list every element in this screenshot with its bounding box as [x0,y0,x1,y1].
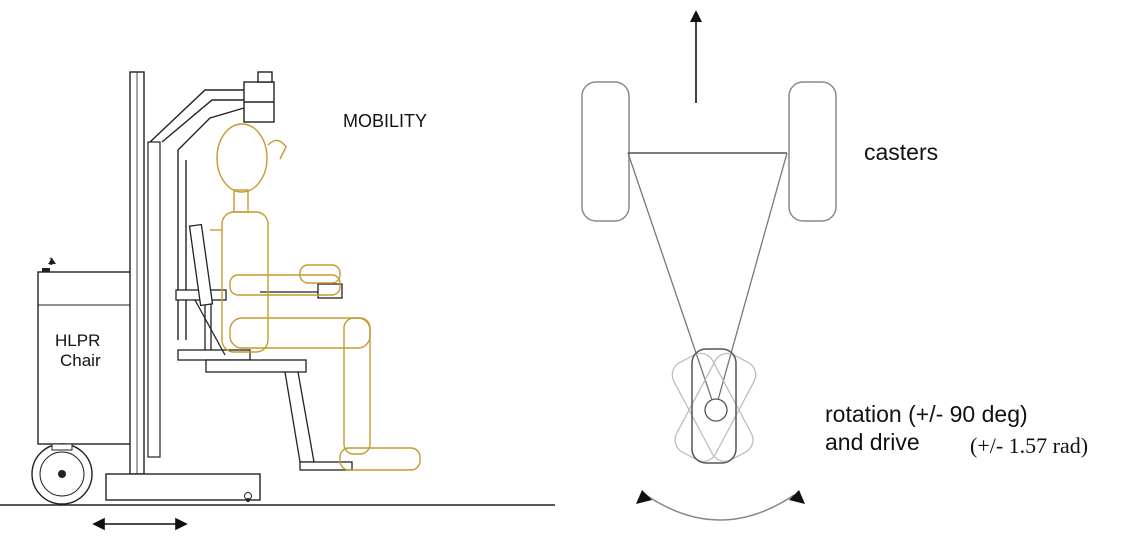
seated-person [210,123,421,471]
mobility-label: MOBILITY [343,111,428,131]
rotation-label-line2: and drive [825,429,920,455]
left-caster-wheel [581,81,630,222]
hlpr-chair-label-line1: HLPR [55,331,101,350]
horizontal-travel-arrow [92,517,188,531]
hlpr-chair-label-line2: Chair [60,351,101,370]
forward-arrow [690,10,702,103]
marker-number-label: 1 [48,254,54,268]
rotation-label-line1: rotation (+/- 90 deg) [825,401,1028,427]
seat-frame [175,223,353,471]
drive-wheel-hub [704,398,728,422]
drive-wheel [691,348,737,464]
caster-wheel [31,443,93,505]
rotated-wheel-ghost [671,352,757,462]
overhead-boom [149,71,275,340]
hlpr-chair-side-view [0,71,555,531]
right-caster-wheel [788,81,837,222]
rotation-arc [636,490,805,521]
rotation-rad-label: (+/- 1.57 rad) [970,433,1089,458]
casters-label: casters [864,139,939,165]
support-triangle [627,152,788,401]
hlpr-base-box [37,271,135,445]
base-platform [105,473,261,501]
